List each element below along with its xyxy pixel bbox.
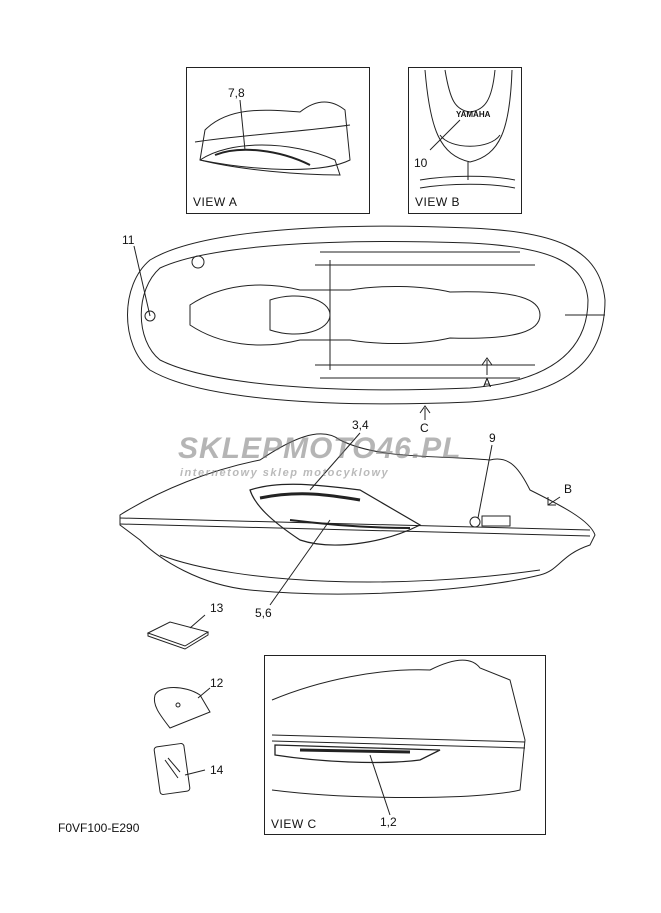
callout-12: 12 (210, 676, 224, 690)
view-a-box (186, 67, 370, 214)
view-c-label: VIEW C (271, 817, 317, 831)
watermark-subtitle: internetowy sklep motocyklowy (180, 467, 390, 479)
callout-13: 13 (210, 601, 224, 615)
view-c-drawing (271, 659, 526, 798)
view-arrows (419, 357, 561, 506)
watermark: SKLEPMOTO46.PL (178, 432, 462, 465)
top-view-hull (127, 225, 606, 405)
callout-7-8: 7,8 (228, 86, 245, 100)
callout-14: 14 (210, 763, 224, 777)
diagram-code: F0VF100-E290 (58, 821, 140, 835)
leader-lines (133, 99, 493, 816)
view-a-drawing (194, 101, 351, 176)
view-b-drawing (419, 69, 516, 189)
callout-10: 10 (414, 156, 428, 170)
arrow-b-label: B (564, 482, 573, 496)
view-a-label: VIEW A (193, 195, 238, 209)
callout-5-6: 5,6 (255, 606, 272, 620)
callout-3-4: 3,4 (352, 418, 369, 432)
callout-9: 9 (489, 431, 496, 445)
view-b-label: VIEW B (415, 195, 461, 209)
callout-11: 11 (122, 233, 135, 247)
arrow-a-label: A (483, 376, 492, 390)
small-parts (146, 621, 211, 795)
arrow-c-label: C (420, 421, 429, 435)
callout-1-2: 1,2 (380, 815, 397, 829)
badge-text: YAMAHA (456, 110, 491, 119)
